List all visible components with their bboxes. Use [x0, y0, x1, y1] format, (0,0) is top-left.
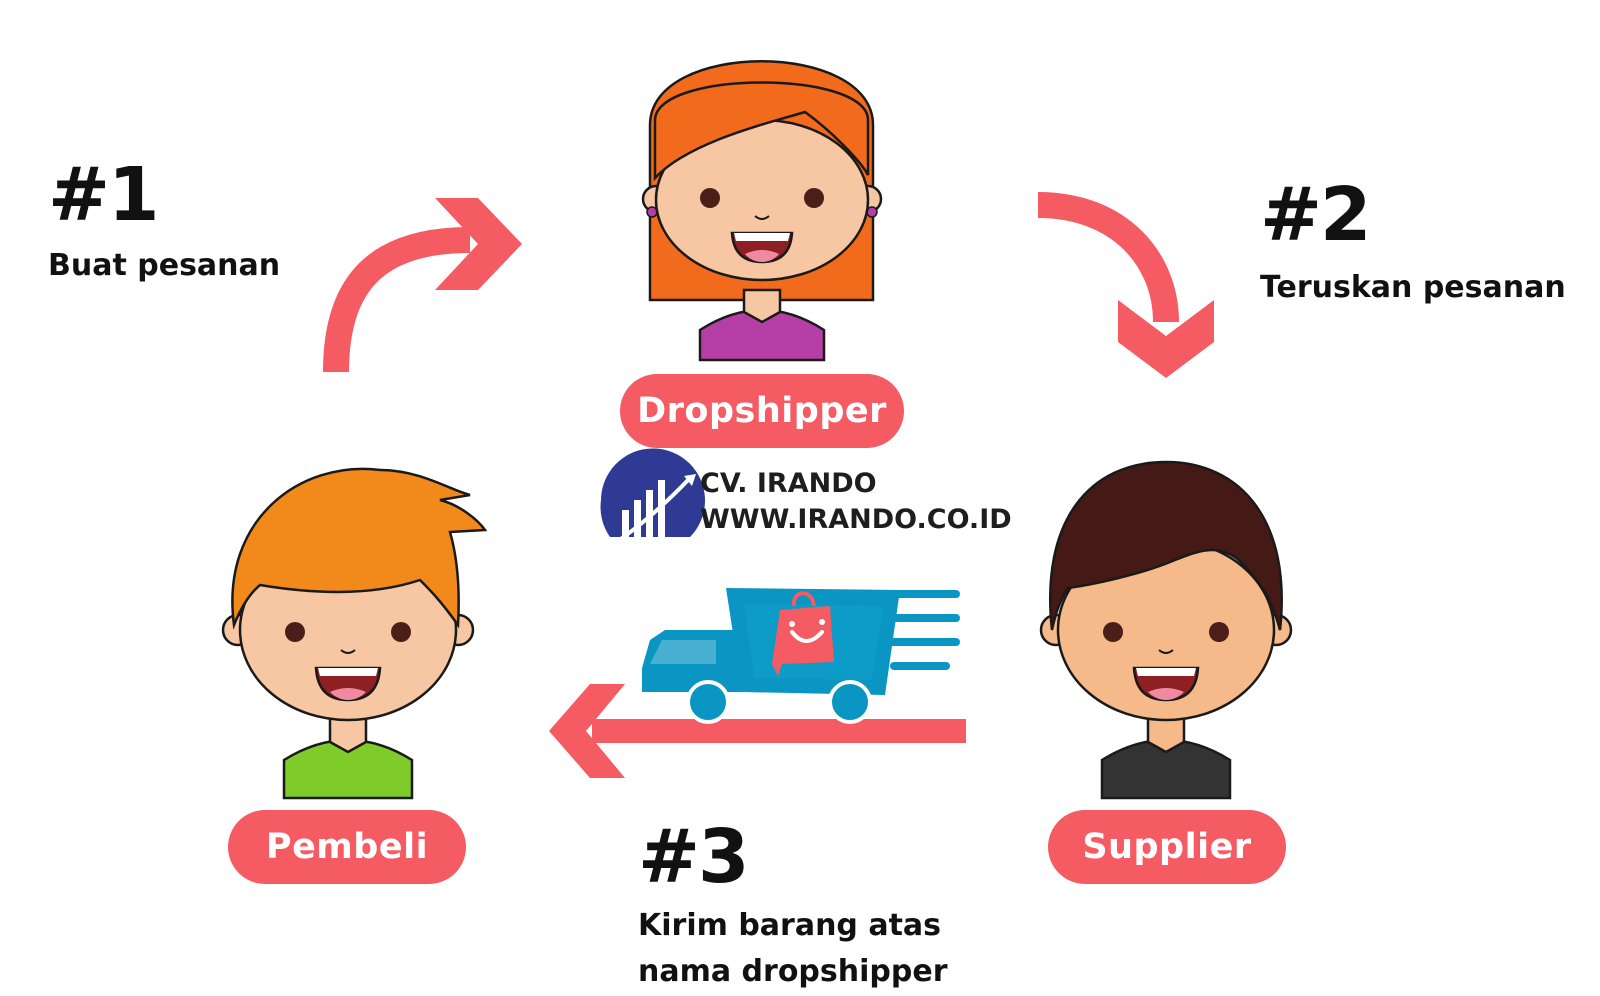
step3-label-line1: Kirim barang atas [638, 908, 942, 943]
step1-number: #1 [48, 152, 159, 238]
watermark-company: CV. IRANDO [700, 468, 877, 499]
step3-number: #3 [638, 814, 749, 900]
step1-curved-arrow-icon [323, 198, 522, 373]
step2-label: Teruskan pesanan [1260, 270, 1566, 305]
buyer-avatar [221, 467, 488, 800]
buyer-label: Pembeli [228, 810, 466, 884]
supplier-label: Supplier [1048, 810, 1286, 884]
step2-curved-arrow-icon [1037, 192, 1214, 378]
dropshipper-label: Dropshipper [620, 374, 904, 448]
watermark-website: WWW.IRANDO.CO.ID [700, 504, 1012, 535]
supplier-avatar [1039, 460, 1293, 800]
step2-number: #2 [1260, 172, 1371, 258]
step3-label-line2: nama dropshipper [638, 954, 948, 989]
bar-chart-logo-icon [600, 448, 705, 547]
step3-left-arrow-icon [549, 684, 966, 778]
shopping-bag-icon [772, 591, 834, 676]
dropshipper-avatar [641, 60, 883, 362]
step1-label: Buat pesanan [48, 248, 281, 283]
